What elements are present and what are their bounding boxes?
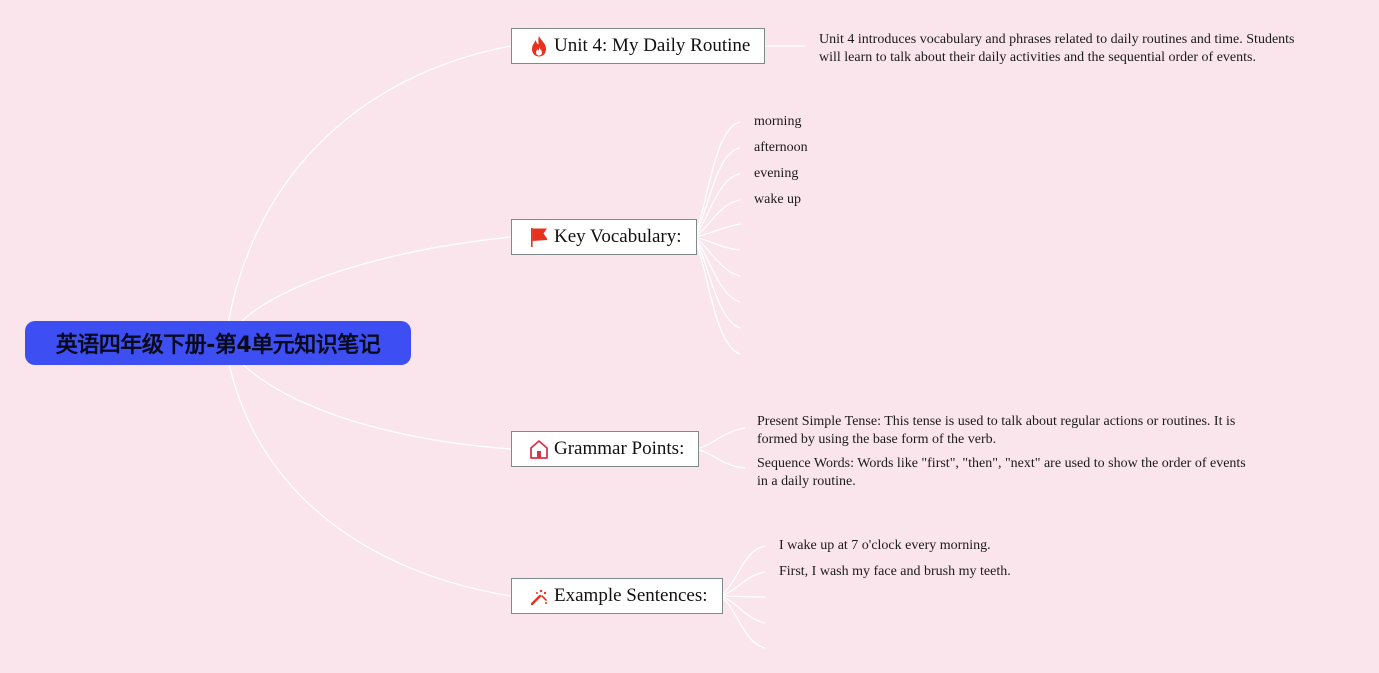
vocab-item: afternoon <box>754 140 808 155</box>
branch-grammar-points[interactable]: Grammar Points: <box>511 431 700 467</box>
branch-key-vocabulary[interactable]: Key Vocabulary: <box>511 219 697 255</box>
grammar-item: Present Simple Tense: This tense is used… <box>757 414 1236 447</box>
vocab-item: morning <box>754 114 802 129</box>
branch-example-sentences[interactable]: Example Sentences: <box>511 578 723 614</box>
connector-root-branch-4 <box>224 342 512 597</box>
vocab-item: evening <box>754 166 799 181</box>
branch-label: Grammar Points: <box>554 438 685 459</box>
root-node[interactable]: 英语四年级下册-第4单元知识笔记 <box>25 321 411 365</box>
unit-description: Unit 4 introduces vocabulary and phrases… <box>819 32 1295 65</box>
vocab-item: wake up <box>754 192 802 207</box>
branch-unit-title[interactable]: Unit 4: My Daily Routine <box>511 28 766 64</box>
branch-label: Key Vocabulary: <box>554 226 682 247</box>
example-item: First, I wash my face and brush my teeth… <box>779 564 1011 579</box>
connector-grammar-1 <box>691 427 746 450</box>
branch-label: Example Sentences: <box>554 585 708 606</box>
connector-grammar-2 <box>691 448 746 469</box>
grammar-item: Sequence Words: Words like "first", "the… <box>757 456 1246 489</box>
fire-icon <box>528 35 550 57</box>
magic-wand-icon <box>528 585 550 607</box>
connector-vocab-10 <box>689 236 741 355</box>
connector-root-branch-1 <box>224 45 512 344</box>
branch-label: Unit 4: My Daily Routine <box>554 35 751 56</box>
flag-icon <box>528 226 550 248</box>
example-item: I wake up at 7 o'clock every morning. <box>779 538 991 553</box>
house-icon <box>528 438 550 460</box>
root-title: 英语四年级下册-第4单元知识笔记 <box>55 333 381 358</box>
